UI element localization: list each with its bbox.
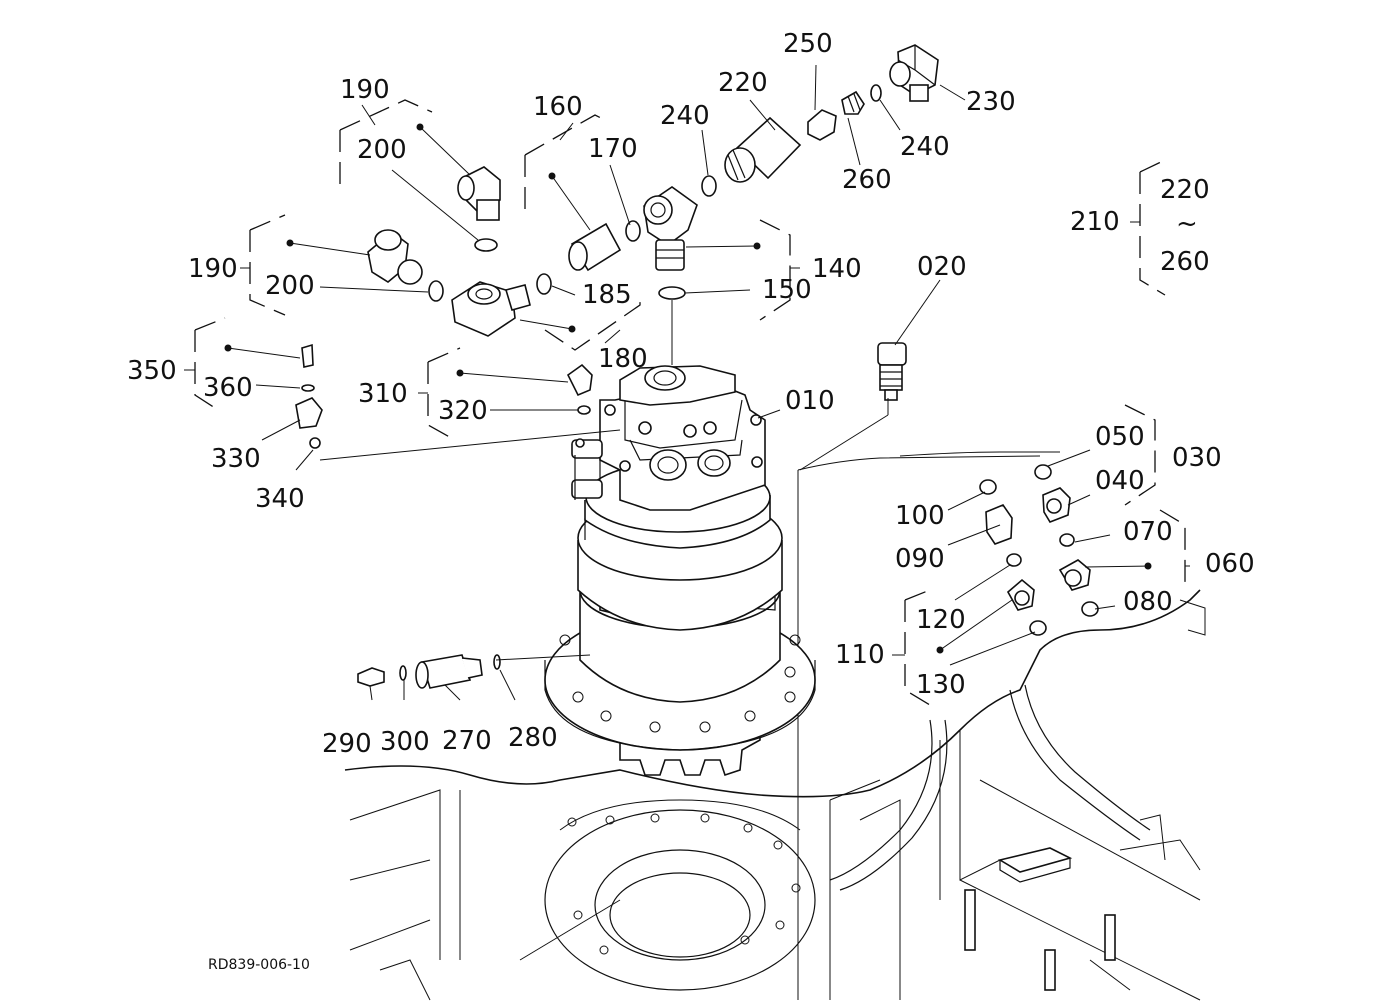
callout-300: 300 [380,727,430,757]
group-brackets [194,99,1186,706]
range-tilde: ~ [1176,209,1198,239]
callout-090: 090 [895,544,945,574]
elbow-190-upper [457,166,501,221]
callout-270: 270 [442,726,492,756]
callout-200-left: 200 [265,271,315,301]
callout-020: 020 [917,252,967,282]
callout-030: 030 [1172,443,1222,473]
cartridge-270 [415,654,483,689]
callout-120: 120 [916,605,966,635]
callout-140: 140 [812,254,862,284]
callout-240-left: 240 [660,101,710,131]
callout-170: 170 [588,134,638,164]
callout-130: 130 [916,670,966,700]
callout-190-left: 190 [188,254,238,284]
callout-160: 160 [533,92,583,122]
callout-360: 360 [203,373,253,403]
callout-210: 210 [1070,207,1120,237]
callout-labels: 190 200 160 170 240 220 250 230 240 260 … [127,29,1255,973]
machine-frame [344,451,1206,1001]
callout-290: 290 [322,729,372,759]
callout-040: 040 [1095,466,1145,496]
drawing-reference-number: RD839-006-10 [208,957,310,973]
callout-100: 100 [895,501,945,531]
elbow-140 [643,186,698,271]
callout-260-top: 260 [842,165,892,195]
adapter-160 [568,222,622,272]
callout-320: 320 [438,396,488,426]
callout-230: 230 [966,87,1016,117]
callout-220-top: 220 [718,68,768,98]
callout-330: 330 [211,444,261,474]
callout-240-right: 240 [900,132,950,162]
plug-020 [877,342,907,401]
tee-180 [451,281,531,337]
callout-310: 310 [358,379,408,409]
adapter-220 [724,116,802,183]
callout-200-top: 200 [357,135,407,165]
callout-050: 050 [1095,422,1145,452]
callout-070: 070 [1123,517,1173,547]
elbow-190-lower [367,229,423,285]
callout-150: 150 [762,275,812,305]
callout-180: 180 [598,344,648,374]
callout-080: 080 [1123,587,1173,617]
callout-060: 060 [1205,549,1255,579]
callout-250: 250 [783,29,833,59]
elbow-230 [889,44,939,102]
callout-280: 280 [508,723,558,753]
callout-220-range: 220 [1160,175,1210,205]
leader-lines [184,64,1190,701]
callout-190-top: 190 [340,75,390,105]
callout-340: 340 [255,484,305,514]
callout-110: 110 [835,640,885,670]
callout-010: 010 [785,386,835,416]
swing-motor-body [544,365,816,777]
fittings [295,44,1099,689]
callout-350: 350 [127,356,177,386]
callout-185: 185 [582,280,632,310]
callout-260-range: 260 [1160,247,1210,277]
